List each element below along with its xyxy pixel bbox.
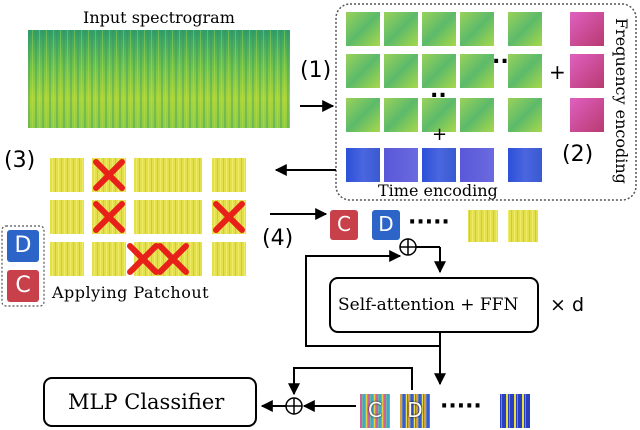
seq-patch — [468, 210, 498, 242]
plus-sign: + — [549, 60, 566, 84]
seq-token-c — [330, 210, 358, 240]
time-encoding-label: Time encoding — [378, 181, 498, 200]
patch-grid-frame — [335, 3, 637, 201]
residual-connection — [305, 250, 441, 347]
seq-token-c-label: C — [337, 212, 351, 236]
frequency-encoding-tiles — [570, 12, 604, 132]
output-token-d — [400, 394, 430, 428]
times-d-label: × d — [550, 294, 585, 316]
step-4-label: (4) — [262, 226, 294, 251]
output-patch — [500, 394, 530, 428]
token-d-label: D — [14, 233, 32, 258]
mlp-classifier-label: MLP Classifier — [68, 390, 225, 414]
arrow-icon — [288, 367, 413, 396]
output-token-c-label: C — [368, 398, 382, 422]
patchout-patch-grid — [50, 158, 246, 276]
seq-token-d — [372, 210, 400, 240]
seq-patch — [508, 210, 538, 242]
step-1-label: (1) — [300, 58, 332, 83]
step-2-label: (2) — [562, 142, 594, 167]
ellipsis-dots-vertical: .. — [430, 78, 447, 103]
class-tokens-frame — [1, 225, 45, 307]
input-spectrogram-label: Input spectrogram — [83, 8, 235, 27]
classification-token — [7, 270, 39, 302]
self-attention-label: Self-attention + FFN — [338, 295, 519, 315]
input-spectrogram-texture — [28, 30, 290, 128]
step-3-label: (3) — [4, 148, 36, 173]
output-token-c — [360, 394, 390, 428]
self-attention-block — [329, 277, 539, 333]
plus-sign-time: + — [432, 124, 448, 145]
output-token-d-label: D — [407, 398, 423, 422]
green-patch-grid — [346, 12, 542, 132]
output-seq-dots: ····· — [440, 394, 482, 419]
frequency-encoding-label: Frequency encoding — [612, 18, 631, 184]
applying-patchout-label: Applying Patchout — [52, 283, 210, 302]
token-c-label: C — [15, 273, 31, 298]
mlp-classifier-block — [43, 377, 257, 427]
time-encoding-tiles — [346, 148, 542, 182]
seq-token-d-label: D — [378, 212, 394, 236]
distillation-token — [7, 230, 39, 262]
cross-icon — [93, 159, 245, 275]
ellipsis-dots: .. — [492, 44, 509, 69]
seq-dots: ····· — [408, 210, 450, 235]
